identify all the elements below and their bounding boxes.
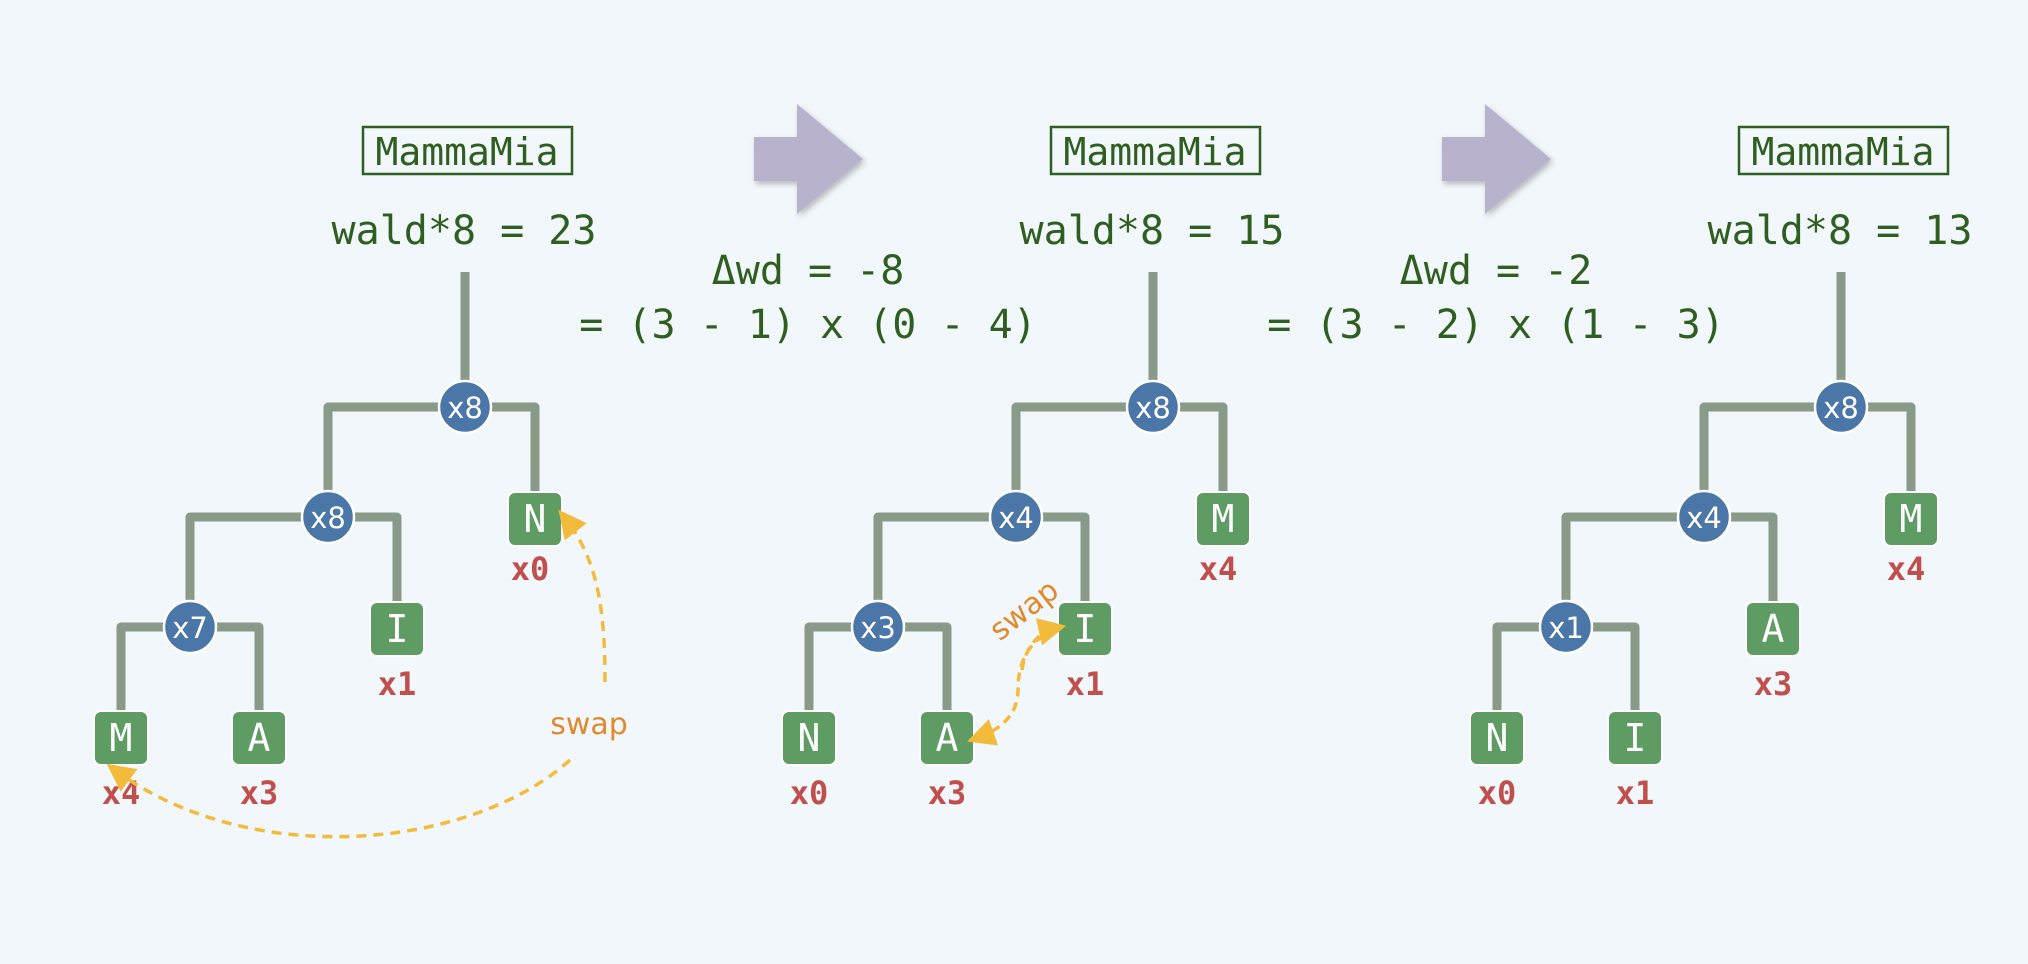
transition-arrow-1: [754, 104, 863, 214]
swap-label: swap: [983, 573, 1066, 648]
panel-3: MammaMia wald*8 = 13 x8 x4 x1 M x4 A: [1469, 125, 1973, 812]
transition-arrow-2: [1442, 104, 1551, 214]
leaf-weight: x4: [102, 774, 141, 812]
leaf-letter: N: [524, 497, 547, 541]
leaf-node: M x4: [1883, 491, 1939, 588]
leaf-node: I x1: [369, 601, 425, 703]
leaf-weight: x4: [1887, 550, 1926, 588]
swap-arrow: [1020, 618, 1067, 671]
internal-node: x4: [988, 489, 1044, 545]
leaf-letter: I: [1074, 607, 1097, 651]
transition-2-delta: Δwd = -2: [1400, 248, 1593, 294]
panel-2-title-box: [1049, 125, 1262, 176]
panel-3-title: MammaMia: [1751, 130, 1934, 174]
transition-2-product: = (3 - 2) x (1 - 3): [1267, 302, 1725, 348]
leaf-node: I x1: [1057, 601, 1113, 703]
leaf-node: A x3: [231, 710, 287, 812]
leaf-node: M x4: [1195, 491, 1251, 588]
swap-label: swap: [550, 707, 628, 742]
leaf-node: A x3: [1745, 601, 1801, 703]
leaf-weight: x0: [511, 550, 550, 588]
leaf-node: I x1: [1607, 710, 1663, 812]
transition-1-product: = (3 - 1) x (0 - 4): [579, 302, 1037, 348]
leaf-node: N x0: [1469, 710, 1525, 812]
leaf-weight: x3: [928, 774, 967, 812]
transition-1-delta: Δwd = -8: [712, 248, 905, 294]
leaf-node: N x0: [507, 491, 563, 588]
internal-node-weight: x8: [1823, 391, 1859, 425]
swap-arrow: [558, 509, 607, 683]
internal-node-weight: x7: [172, 611, 208, 645]
leaf-weight: x1: [1066, 665, 1105, 703]
panel-1-title-box: [361, 125, 574, 176]
internal-node-weight: x8: [1135, 391, 1171, 425]
internal-node: x8: [1125, 379, 1181, 435]
leaf-letter: M: [110, 716, 133, 760]
leaf-letter: I: [1624, 716, 1647, 760]
leaf-node: A x3: [919, 710, 975, 812]
leaf-weight: x1: [378, 665, 417, 703]
leaf-letter: N: [1486, 716, 1509, 760]
swap-arrow: [106, 758, 572, 839]
leaf-letter: N: [798, 716, 821, 760]
panel-3-title-box: [1737, 125, 1950, 176]
panel-3-formula: wald*8 = 13: [1708, 208, 1973, 254]
internal-node: x1: [1538, 599, 1594, 655]
leaf-weight: x0: [790, 774, 829, 812]
internal-node: x3: [850, 599, 906, 655]
swap-arrow: [967, 626, 1057, 746]
internal-node: x4: [1676, 489, 1732, 545]
leaf-weight: x4: [1199, 550, 1238, 588]
panel-1-formula: wald*8 = 23: [332, 208, 597, 254]
panel-2-formula: wald*8 = 15: [1020, 208, 1285, 254]
panel-1: MammaMia wald*8 = 23 x8 x8 x7 N x0: [93, 125, 628, 839]
internal-node: x8: [300, 489, 356, 545]
leaf-weight: x0: [1478, 774, 1517, 812]
leaf-weight: x3: [240, 774, 279, 812]
leaf-weight: x1: [1616, 774, 1655, 812]
internal-node-weight: x4: [1686, 501, 1722, 535]
leaf-letter: A: [936, 716, 959, 760]
internal-node-weight: x8: [310, 501, 346, 535]
internal-node-weight: x8: [447, 391, 483, 425]
leaf-letter: M: [1212, 497, 1235, 541]
panel-2-title: MammaMia: [1063, 130, 1246, 174]
internal-node-weight: x1: [1548, 611, 1584, 645]
panel-1-title: MammaMia: [375, 130, 558, 174]
leaf-letter: A: [1762, 607, 1785, 651]
internal-node: x8: [437, 379, 493, 435]
internal-node: x7: [162, 599, 218, 655]
internal-node: x8: [1813, 379, 1869, 435]
panel-2: MammaMia wald*8 = 15 x8 x4 x3 M x4 I: [781, 125, 1285, 812]
leaf-letter: I: [386, 607, 409, 651]
leaf-weight: x3: [1754, 665, 1793, 703]
leaf-letter: M: [1900, 497, 1923, 541]
leaf-node: N x0: [781, 710, 837, 812]
leaf-letter: A: [248, 716, 271, 760]
internal-node-weight: x4: [998, 501, 1034, 535]
internal-node-weight: x3: [860, 611, 896, 645]
leaf-node: M x4: [93, 710, 149, 812]
